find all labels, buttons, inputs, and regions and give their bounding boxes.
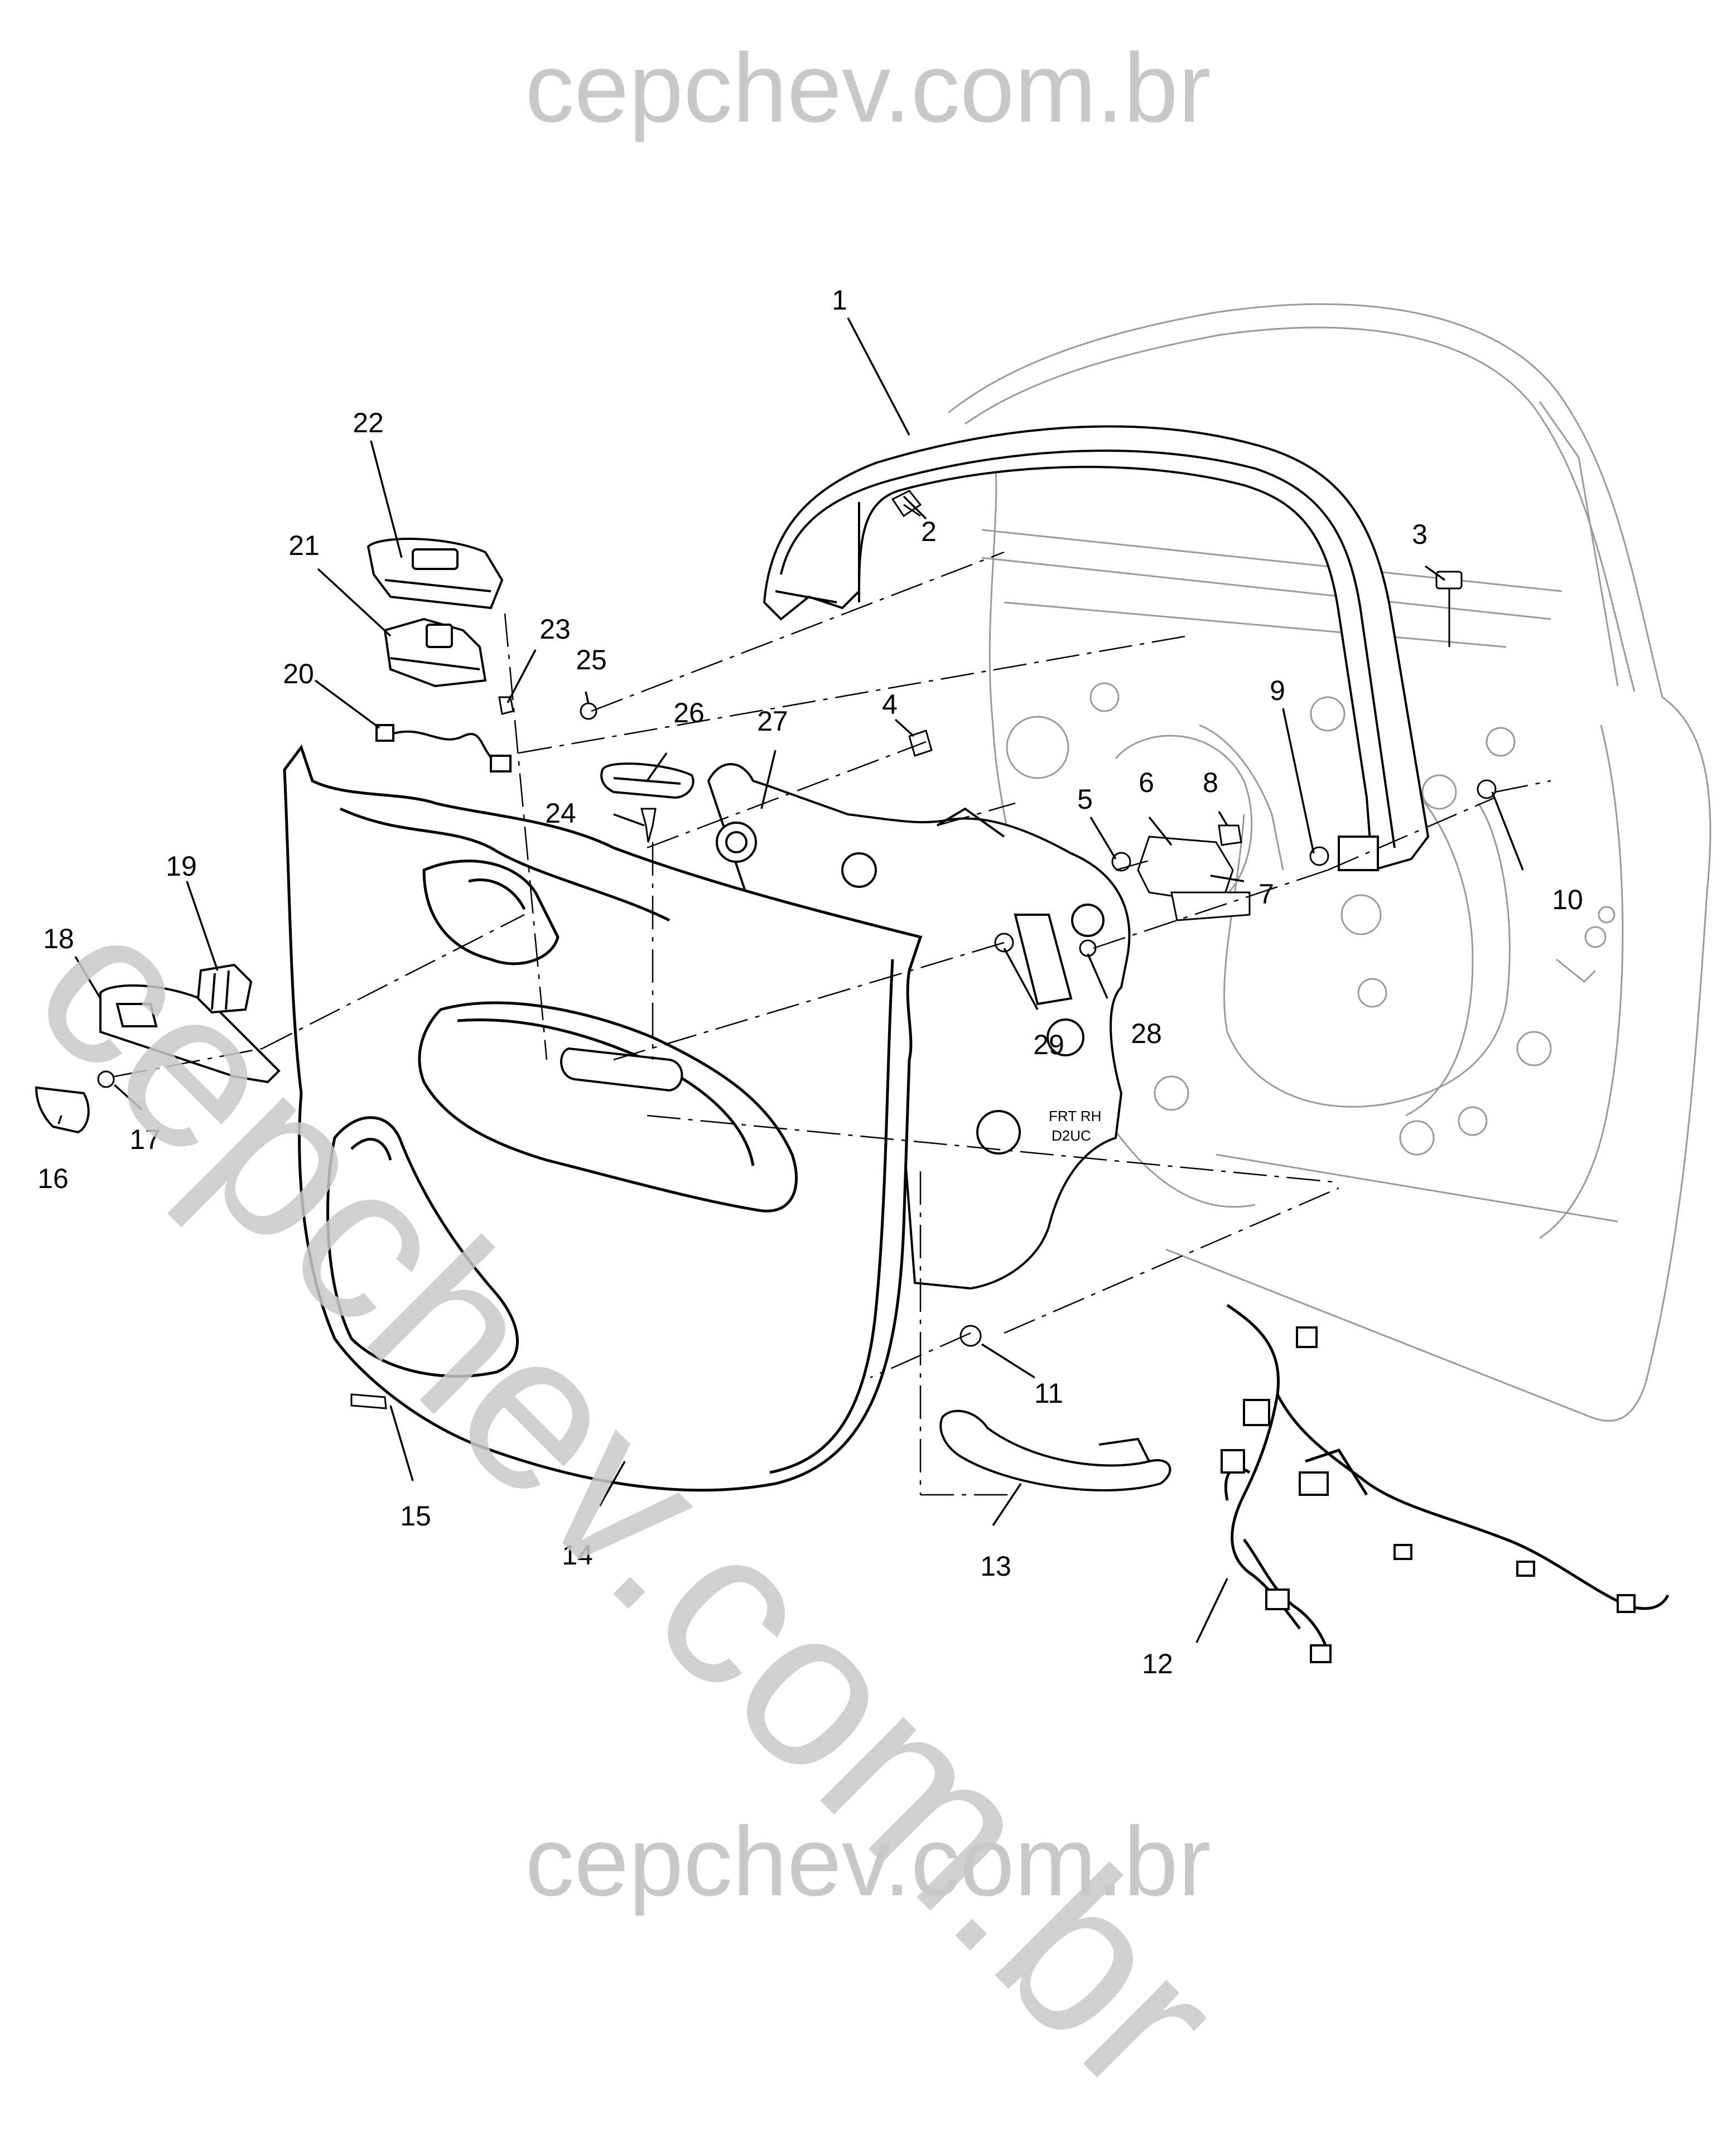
- door-body-shell: [948, 303, 1711, 1422]
- grommet-10: [1477, 779, 1497, 799]
- watermark-bottom: cepchev.com.br: [525, 1807, 1211, 1916]
- callout-7: 7: [1258, 878, 1274, 910]
- callout-22: 22: [353, 407, 384, 438]
- callout-21: 21: [288, 530, 320, 561]
- callout-24: 24: [545, 798, 576, 829]
- pull-cup-opening: [560, 1047, 683, 1092]
- clip-2: [891, 490, 922, 518]
- nut-25: [580, 702, 597, 720]
- callout-24-25: 25: [576, 644, 607, 675]
- callout-2: 2: [921, 516, 937, 547]
- callout-10: 10: [1552, 884, 1583, 915]
- screw-17: [97, 1070, 115, 1088]
- callout-29: 29: [1033, 1029, 1064, 1060]
- bolt-5: [1111, 852, 1131, 872]
- deflector-stamp-line-1: FRT RH: [1049, 1108, 1101, 1124]
- door-trim-exploded-diagram: FRT RH D2UC: [35, 284, 1711, 1679]
- bracket-parts: [959, 779, 1497, 1347]
- callout-15: 15: [400, 1500, 431, 1532]
- clip-15: [350, 1393, 387, 1409]
- door-trim-panel: [283, 744, 923, 1492]
- callout-27: 27: [757, 706, 788, 737]
- callout-28: 28: [1131, 1018, 1162, 1049]
- switch-harness-20: [375, 724, 512, 772]
- callout-18: 18: [43, 923, 74, 954]
- grommet-9: [1309, 846, 1329, 866]
- bracket-7: [1170, 891, 1251, 921]
- callout-14: 14: [562, 1539, 593, 1571]
- diagram-svg: FRT RH D2UC: [35, 284, 1711, 1679]
- clip-8: [1218, 824, 1242, 846]
- assembly-lines: [114, 551, 1551, 1496]
- callout-5: 5: [1077, 784, 1093, 815]
- window-switch-21: [383, 617, 487, 688]
- clip-3: [1435, 571, 1463, 647]
- callout-9: 9: [1270, 675, 1285, 706]
- fastener-23: [498, 696, 514, 715]
- fasteners-top: [498, 696, 657, 843]
- switch-bezel-22: [367, 538, 504, 610]
- grommet-11: [959, 1325, 982, 1347]
- callout-labels: 1 2 3 4 5 6 7 8 9 10 11 12 13 14 15 16 1…: [37, 284, 1583, 1679]
- callout-6: 6: [1139, 767, 1154, 798]
- callout-11: 11: [1034, 1378, 1063, 1409]
- deflector-stamp-line-2: D2UC: [1052, 1127, 1091, 1144]
- callout-4: 4: [882, 689, 898, 720]
- callout-12: 12: [1142, 1648, 1173, 1679]
- screw-24: [640, 808, 657, 843]
- callout-3: 3: [1412, 519, 1428, 550]
- door-wiring-harness-12: [1221, 1303, 1670, 1663]
- switch-19: [196, 963, 253, 1014]
- leader-lines: [57, 317, 1524, 1643]
- grommet-28: [1079, 939, 1097, 957]
- callout-1: 1: [832, 284, 847, 316]
- door-handle-bezel-18: [99, 984, 281, 1084]
- callout-13: 13: [980, 1551, 1011, 1582]
- water-deflector: [707, 763, 1131, 1290]
- callout-16: 16: [37, 1163, 69, 1194]
- callout-17: 17: [129, 1124, 161, 1155]
- window-frame-molding: [763, 425, 1430, 872]
- callout-19: 19: [166, 851, 197, 882]
- callout-8: 8: [1203, 767, 1218, 798]
- callout-20: 20: [283, 658, 314, 689]
- watermark-top: cepchev.com.br: [525, 33, 1211, 143]
- armrest-handle-13: [939, 1409, 1171, 1491]
- cap-16: [35, 1086, 90, 1134]
- callout-26: 26: [673, 697, 705, 728]
- callout-23: 23: [539, 614, 571, 645]
